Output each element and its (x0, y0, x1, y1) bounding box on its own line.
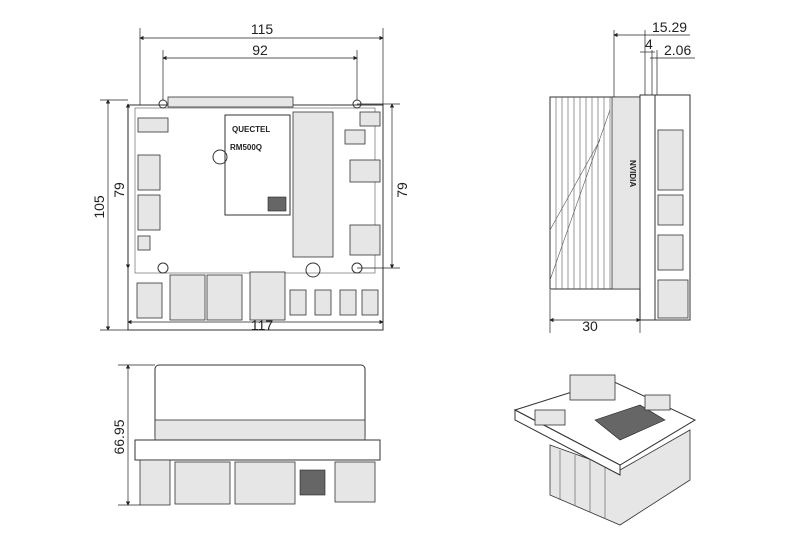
antenna-connector (289, 289, 307, 316)
antenna-connector (339, 289, 357, 316)
isometric-view (513, 374, 697, 526)
mounting-hole (157, 262, 169, 274)
front-connector (139, 459, 171, 506)
dim-15-29: 15.29 (652, 19, 687, 35)
dim-right-79: 79 (394, 182, 410, 198)
side-connector (657, 194, 684, 226)
standoff (212, 149, 228, 165)
ethernet-port (249, 271, 286, 321)
dim-height-105: 105 (91, 195, 107, 219)
dim-hole-spacing-92: 92 (252, 42, 268, 58)
front-chip (299, 469, 326, 496)
m2-slot (292, 111, 334, 258)
dim-4: 4 (645, 36, 653, 52)
side-connector (657, 279, 689, 319)
front-connector (174, 461, 231, 505)
dim-left-79: 79 (111, 182, 127, 198)
dim-heatsink-30: 30 (582, 318, 598, 334)
heatsink-base-front (154, 419, 366, 441)
module-chip (267, 196, 287, 212)
csi-connector (137, 194, 161, 231)
front-view: 66.95 (111, 364, 381, 506)
side-view: NVIDIA 30 15.29 4 2.06 (549, 19, 695, 334)
csi-connector (137, 154, 161, 191)
sim-slot (344, 129, 366, 145)
iso-module (594, 404, 666, 441)
module-edge (639, 94, 656, 321)
header-connector (137, 235, 151, 251)
heatsink-base (611, 96, 641, 290)
iso-connector (644, 394, 671, 411)
antenna-connector (314, 289, 332, 316)
side-connector (657, 234, 684, 271)
power-jack (136, 282, 163, 319)
module-model: RM500Q (230, 143, 262, 152)
board-stack (134, 439, 381, 461)
m2-standoff (305, 262, 321, 278)
iso-connector (534, 409, 566, 426)
ethernet-port (206, 274, 243, 321)
ethernet-port (169, 274, 206, 321)
fan-connector (137, 117, 169, 133)
connector (349, 224, 381, 256)
iso-ethernet (569, 374, 616, 401)
dim-height-66-95: 66.95 (111, 419, 127, 454)
side-connector (657, 129, 684, 191)
top-header-connector (167, 96, 294, 108)
antenna-connector (361, 289, 379, 316)
top-view: QUECTEL RM500Q 115 92 105 79 (91, 21, 410, 333)
dim-board-117: 117 (251, 317, 274, 333)
nvidia-logo-text: NVIDIA (628, 160, 637, 187)
iso-board-edge (514, 409, 621, 476)
module-brand: QUECTEL (232, 125, 270, 134)
dim-width-115: 115 (251, 21, 274, 37)
front-connector (334, 461, 376, 503)
front-connector (234, 461, 296, 505)
button (359, 111, 381, 127)
usb-connector (349, 159, 381, 183)
dim-2-06: 2.06 (664, 42, 691, 58)
